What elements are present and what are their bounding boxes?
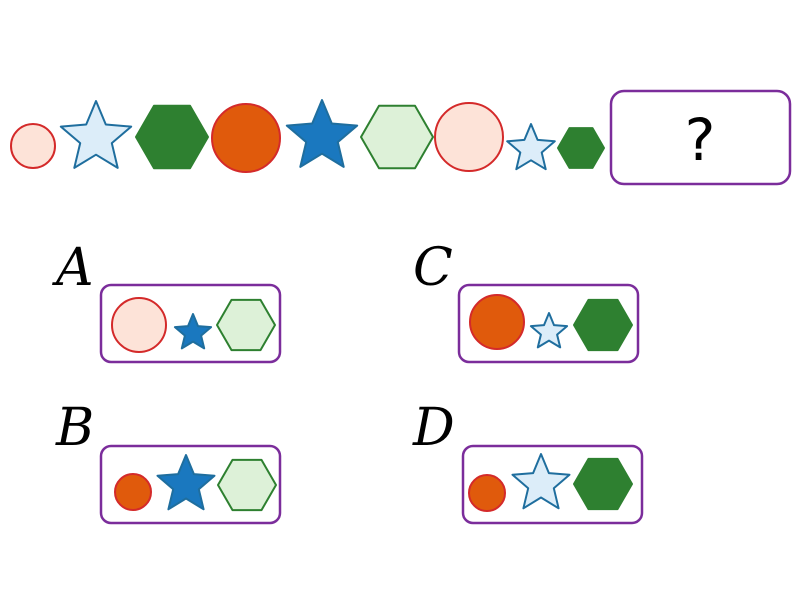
light-green-hexagon-icon <box>360 104 434 170</box>
pink-circle-icon <box>10 123 56 169</box>
option-a[interactable]: A <box>52 238 282 364</box>
orange-circle-icon <box>468 474 506 512</box>
light-blue-star-icon <box>59 100 133 169</box>
dark-green-hexagon-icon <box>557 127 605 169</box>
pink-circle-icon <box>111 297 167 353</box>
pink-circle-icon <box>434 102 504 172</box>
light-green-hexagon-icon <box>217 458 277 512</box>
blue-star-icon <box>173 313 213 350</box>
option-c[interactable]: C <box>413 238 640 364</box>
option-b[interactable]: B <box>55 398 282 525</box>
blue-star-icon <box>285 99 359 168</box>
option-d[interactable]: D <box>412 398 644 525</box>
shape-sequence <box>10 99 605 173</box>
orange-circle-icon <box>114 473 152 511</box>
orange-circle-icon <box>469 294 525 350</box>
blue-star-icon <box>156 454 216 511</box>
option-c-label: C <box>413 238 453 298</box>
option-d-label: D <box>412 398 455 458</box>
missing-box-frame <box>609 89 792 186</box>
dark-green-hexagon-icon <box>573 457 633 511</box>
light-blue-star-icon <box>529 312 569 349</box>
light-green-hexagon-icon <box>216 298 276 352</box>
question-mark: ? <box>685 106 716 174</box>
option-a-label: A <box>52 238 94 298</box>
orange-circle-icon <box>211 103 281 173</box>
option-b-label: B <box>55 398 94 458</box>
missing-box[interactable]: ? <box>609 89 792 186</box>
light-blue-star-icon <box>511 453 571 510</box>
light-blue-star-icon <box>506 123 556 171</box>
dark-green-hexagon-icon <box>573 298 633 352</box>
dark-green-hexagon-icon <box>135 104 209 170</box>
